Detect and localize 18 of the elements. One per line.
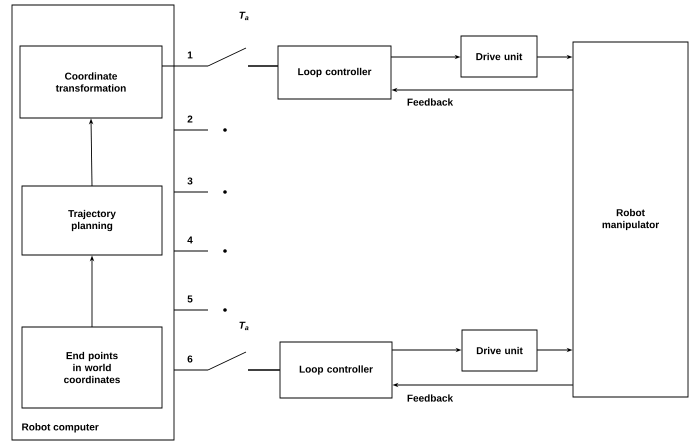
edge-label: Feedback [408, 394, 454, 402]
line-number: 4 [187, 236, 193, 244]
line-number: 3 [187, 177, 192, 185]
block-box: Drive unit [460, 36, 538, 78]
block-box: Robot manipulator [572, 42, 688, 398]
block-box: Coordinate transformation [20, 46, 162, 118]
line-number: 6 [188, 355, 192, 363]
block-box: Drive unit [462, 330, 538, 372]
line-number: 2 [188, 116, 192, 122]
switch-label: T$_{a}$ [239, 12, 249, 20]
block-box: Trajectory planning [22, 186, 162, 256]
switch-label: T$_{a}$ [239, 322, 249, 330]
block-box: Loop controller [278, 46, 392, 100]
edge-label: Feedback [408, 98, 454, 106]
line-number: 5 [188, 296, 192, 302]
block-box: Loop controller [280, 342, 392, 398]
block-box: End points in world coordinates [22, 326, 162, 408]
line-number: 1 [188, 52, 192, 58]
